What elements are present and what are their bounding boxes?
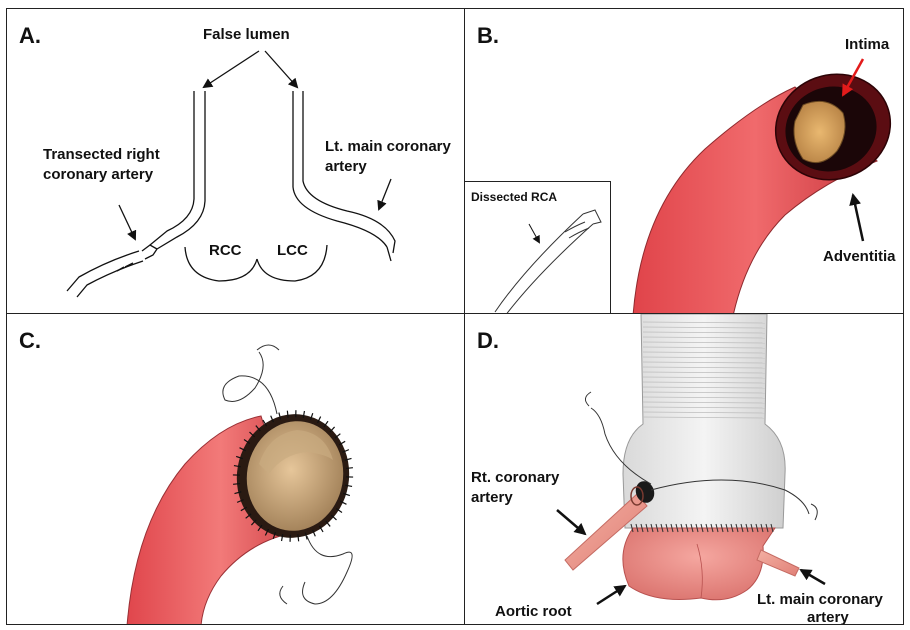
lt-main-coronary-label-line1: Lt. main coronary <box>757 590 883 610</box>
needle-right <box>811 504 817 520</box>
rca-label-arrow <box>557 510 585 534</box>
rca-vessel-upper <box>67 251 139 291</box>
aorta-left-wall-outer <box>150 91 194 245</box>
adventitia-arrow <box>853 195 863 241</box>
false-lumen-arrow-right <box>265 51 297 87</box>
aortic-root-label: Aortic root <box>495 602 572 622</box>
panel-c: C. <box>6 313 466 625</box>
aorta-left-wall-inner <box>157 91 205 249</box>
false-lumen-arrow-left <box>204 51 259 87</box>
suture-stitch <box>346 468 353 469</box>
rt-coronary-label-line2: artery <box>471 488 513 508</box>
lmca-label-arrow <box>801 570 825 584</box>
suture-stitch <box>233 484 240 485</box>
rcc-label: RCC <box>209 241 242 261</box>
aortic-root-arrow <box>597 586 625 604</box>
rt-coronary-label-line1: Rt. coronary <box>471 468 559 488</box>
panel-b: B. Intima A <box>464 8 904 315</box>
suture-thread-lower <box>303 536 353 604</box>
suture-stitch <box>287 411 288 418</box>
false-lumen-label: False lumen <box>203 25 290 45</box>
adventitia-label: Adventitia <box>823 247 896 267</box>
transected-rca-label-line1: Transected right <box>43 145 160 165</box>
dissected-rca-inset: Dissected RCA <box>465 181 611 315</box>
transected-rca-label-line2: coronary artery <box>43 165 153 185</box>
panel-d: D. <box>464 313 904 625</box>
dissected-rca-label: Dissected RCA <box>471 190 557 204</box>
suture-stitch <box>298 534 299 541</box>
lt-main-coronary-label-line1: Lt. main coronary <box>325 137 451 157</box>
needle-lower <box>280 586 287 604</box>
needle-upper <box>257 345 279 350</box>
intima-label: Intima <box>845 35 889 55</box>
lcc-label: LCC <box>277 241 308 261</box>
rca-vessel-lower <box>77 261 143 297</box>
panel-c-repair-illustration <box>7 314 466 625</box>
rca-pointer-arrow <box>119 205 135 239</box>
rca-stump <box>142 245 157 259</box>
lt-main-coronary-label-line2: artery <box>325 157 367 177</box>
suture-thread-upper <box>223 352 277 414</box>
left-main-coronary-artery <box>757 550 799 576</box>
needle-left <box>585 392 591 406</box>
panel-a: A. <box>6 8 466 315</box>
aortic-root <box>623 528 775 600</box>
lmca-pointer-arrow <box>379 179 391 209</box>
lt-main-coronary-label-line2: artery <box>807 608 849 625</box>
